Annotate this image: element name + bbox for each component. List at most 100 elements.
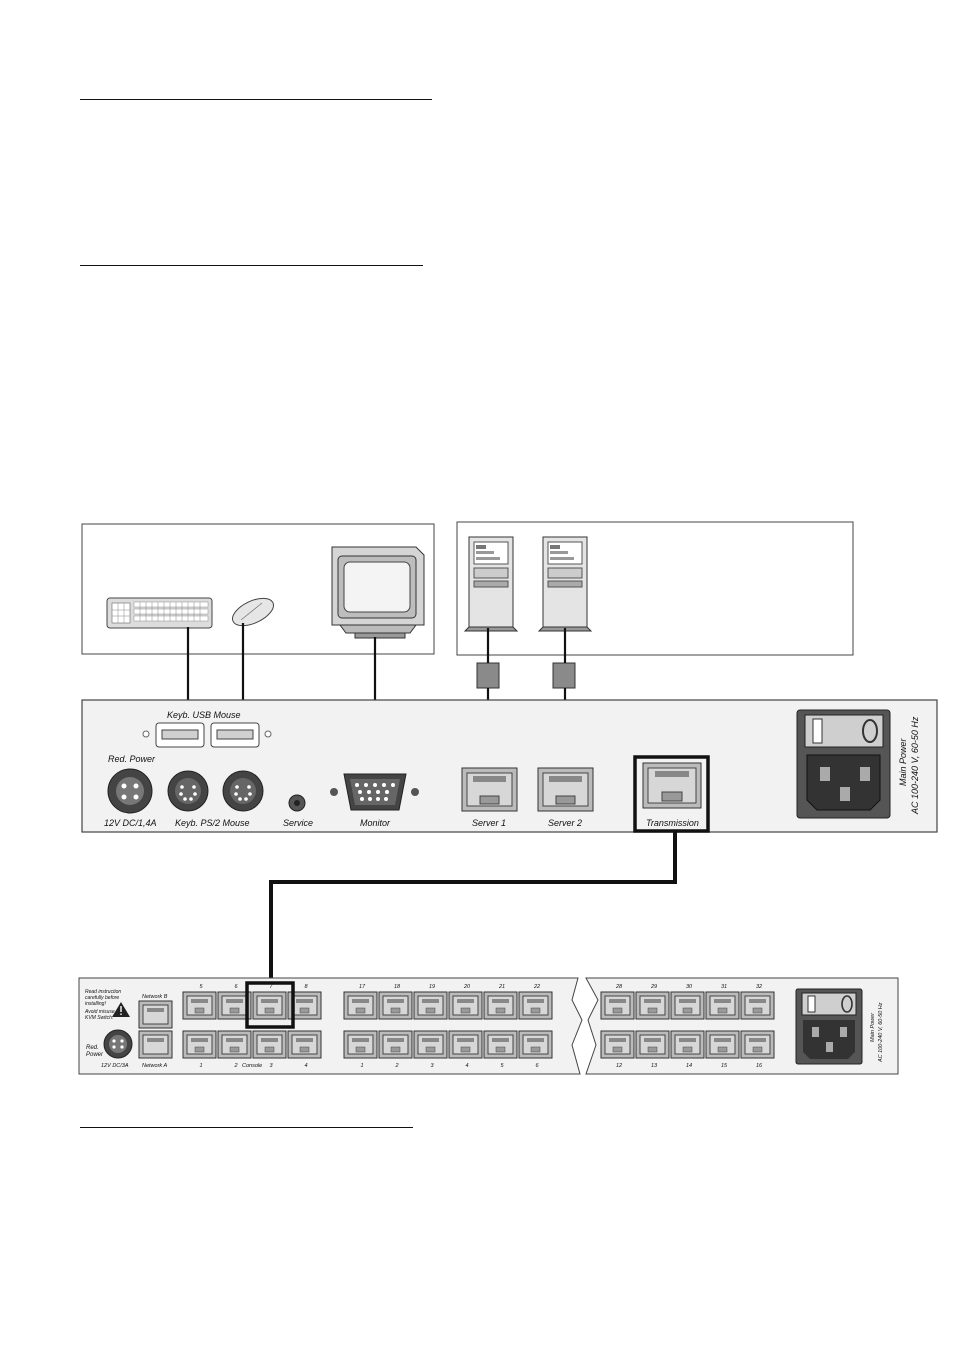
- server1-port: [461, 767, 518, 812]
- right-port-bottom-15: [705, 1030, 740, 1059]
- right-top-number-28: 28: [615, 984, 623, 990]
- cpu-port-top-21: [483, 991, 518, 1020]
- instruction-line-3: installing!: [85, 1001, 106, 1007]
- monitor-port-label: Monitor: [360, 818, 391, 828]
- rule-3: [80, 1127, 413, 1128]
- console-port-bottom-1: [182, 1030, 217, 1059]
- kvm-main-power-line1: Main Power: [898, 737, 908, 786]
- instruction-line-1: Read instruction: [85, 989, 121, 995]
- red-power-rating: 12V DC/1,4A: [104, 818, 157, 828]
- right-port-bottom-16: [740, 1030, 775, 1059]
- server-tower-1-icon: [463, 536, 519, 632]
- cpu-adapter-1: [476, 662, 500, 689]
- keyboard-icon: [106, 597, 213, 629]
- usb-ports: [142, 722, 272, 748]
- mouse-icon: [232, 597, 274, 627]
- server-tower-2-icon: [537, 536, 593, 632]
- matrix-red-power-line1: Red.: [86, 1045, 99, 1051]
- cpu-bottom-number-5: 5: [500, 1063, 504, 1069]
- cpu-top-number-18: 18: [394, 984, 401, 990]
- monitor-icon: [331, 546, 425, 639]
- console-bottom-number-4: 4: [304, 1063, 307, 1069]
- right-port-bottom-12: [600, 1030, 635, 1059]
- right-port-top-28: [600, 991, 635, 1020]
- right-bottom-number-15: 15: [721, 1063, 728, 1069]
- cpu-bottom-number-3: 3: [430, 1063, 434, 1069]
- service-jack: [288, 794, 306, 812]
- matrix-red-power-connector: [103, 1029, 133, 1059]
- console-top-number-7: 7: [269, 984, 273, 990]
- console-port-bottom-3: [252, 1030, 287, 1059]
- transmission-cable: [269, 831, 677, 986]
- cpu-port-top-18: [378, 991, 413, 1020]
- rule-1: [80, 99, 432, 100]
- console-top-number-5: 5: [199, 984, 203, 990]
- server2-label: Server 2: [548, 818, 582, 828]
- console-port-bottom-2: [217, 1030, 252, 1059]
- cpu-adapter-2: [552, 662, 576, 689]
- cpu-port-bottom-3: [413, 1030, 448, 1059]
- transmission-highlight: [633, 755, 710, 833]
- cpu-top-number-20: 20: [463, 984, 471, 990]
- cpu-bottom-number-6: 6: [535, 1063, 539, 1069]
- cpu-bottom-number-4: 4: [465, 1063, 468, 1069]
- right-port-bottom-13: [635, 1030, 670, 1059]
- cpu-port-top-17: [343, 991, 378, 1020]
- cpu-top-number-19: 19: [429, 984, 435, 990]
- cpu-top-number-22: 22: [533, 984, 540, 990]
- network-b-port: [138, 1000, 173, 1029]
- cpu-top-number-17: 17: [359, 984, 366, 990]
- console-bottom-number-2: 2: [233, 1063, 237, 1069]
- cpu-top-number-21: 21: [498, 984, 505, 990]
- console-port-top-7: [252, 991, 287, 1020]
- right-port-top-32: [740, 991, 775, 1020]
- right-top-number-31: 31: [721, 984, 727, 990]
- servers-box: [456, 521, 854, 656]
- right-bottom-number-16: 16: [756, 1063, 763, 1069]
- network-a-label: Network A: [142, 1063, 167, 1069]
- cpu-bottom-number-2: 2: [394, 1063, 398, 1069]
- cpu-port-bottom-6: [518, 1030, 553, 1059]
- server1-label: Server 1: [472, 818, 506, 828]
- avoid-line-2: KVM Switch.: [85, 1015, 113, 1021]
- right-port-bottom-14: [670, 1030, 705, 1059]
- console-top-number-8: 8: [304, 984, 308, 990]
- warning-icon: [112, 1002, 130, 1017]
- right-bottom-number-13: 13: [651, 1063, 658, 1069]
- ps2-mouse-port: [222, 770, 264, 812]
- network-a-port: [138, 1030, 173, 1059]
- cpu-port-bottom-5: [483, 1030, 518, 1059]
- usb-label: Keyb. USB Mouse: [167, 710, 241, 720]
- console-bottom-number-3: 3: [269, 1063, 273, 1069]
- console-bottom-number-1: 1: [199, 1063, 202, 1069]
- main-power-module: [796, 709, 891, 819]
- transmission-label: Transmission: [646, 818, 699, 828]
- right-top-number-29: 29: [650, 984, 657, 990]
- right-top-number-30: 30: [686, 984, 693, 990]
- console-port-highlight: [245, 981, 295, 1029]
- cpu-port-bottom-4: [448, 1030, 483, 1059]
- avoid-line-1: Avoid misuse: [84, 1009, 115, 1015]
- cpu-port-top-19: [413, 991, 448, 1020]
- cpu-port-top-20: [448, 991, 483, 1020]
- console-port-bottom-4: [287, 1030, 322, 1059]
- cpu-port-bottom-1: [343, 1030, 378, 1059]
- right-top-number-32: 32: [756, 984, 762, 990]
- right-bottom-number-14: 14: [686, 1063, 692, 1069]
- red-power-connector: [107, 768, 153, 814]
- right-port-top-30: [670, 991, 705, 1020]
- console-label: Console: [242, 1063, 262, 1069]
- ps2-label: Keyb. PS/2 Mouse: [175, 818, 250, 828]
- console-top-number-6: 6: [234, 984, 238, 990]
- right-port-top-29: [635, 991, 670, 1020]
- matrix-main-power-line2: AC 100-240 V, 60-50 Hz: [878, 1002, 884, 1063]
- matrix-power-rating: 12V DC/3A: [101, 1063, 129, 1069]
- rule-2: [80, 265, 423, 266]
- matrix-red-power-line2: Power: [86, 1052, 104, 1058]
- cpu-bottom-number-1: 1: [360, 1063, 363, 1069]
- vga-monitor-port: [330, 773, 419, 811]
- console-port-top-5: [182, 991, 217, 1020]
- server2-port: [537, 767, 594, 812]
